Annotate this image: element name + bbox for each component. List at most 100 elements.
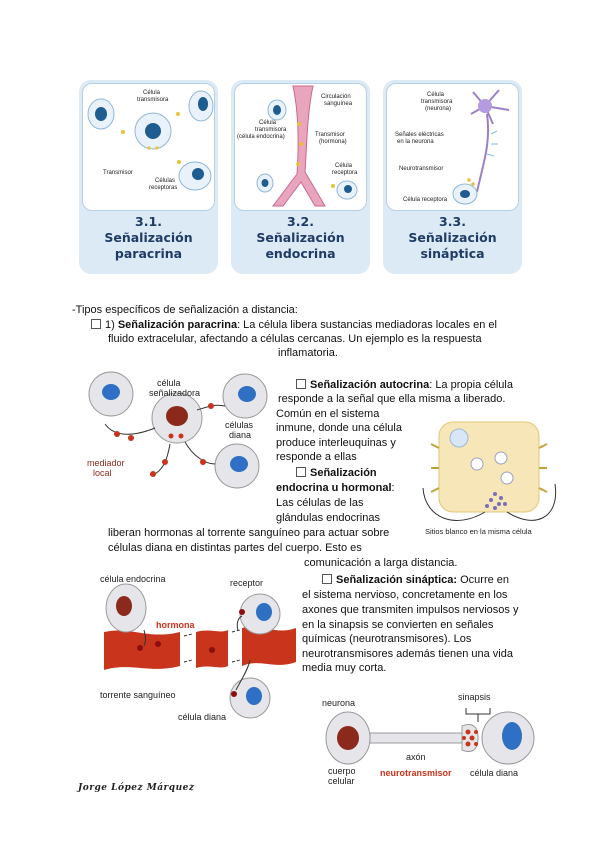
panel-number: 3.3. — [439, 214, 466, 229]
figure-autocrine: Sitios blanco en la misma célula — [415, 418, 565, 540]
label-neurotransmitter: Neurotransmisor — [399, 166, 443, 172]
label-sender-2: transmisora — [421, 99, 453, 105]
label-sender: Célula — [259, 120, 277, 126]
panel-title-line-1: Señalización — [408, 230, 497, 245]
panel-title-line-2: endocrina — [265, 246, 336, 261]
fig-synaptic-synapse: sinapsis — [458, 692, 491, 702]
fig-paracrine-sender-2: señalizadora — [149, 388, 200, 398]
synaptic-line-1: Señalización sináptica: Ocurre en — [322, 573, 509, 588]
label-sender-2: transmisora — [255, 127, 287, 133]
fig-synaptic-neurotransmitter: neurotransmisor — [380, 768, 452, 778]
label-sender-3: (neurona) — [425, 106, 451, 112]
autocrine-line-3: Común en el sistema — [276, 408, 380, 420]
autocrine-text-1: : La propia célula — [429, 379, 513, 391]
synaptic-line-6: neurotransmisores además tienen una vida — [302, 648, 513, 660]
endocrine-line-4: células diana en distintas partes del cu… — [108, 542, 362, 554]
label-sender: Célula — [427, 92, 445, 98]
fig-endocrine-hormone: hormona — [156, 620, 195, 630]
endocrine-title-line-1: Señalización — [296, 466, 377, 481]
endocrine-title-line-2: endocrina u hormonal: — [276, 482, 395, 494]
panel-title-line-2: sináptica — [420, 246, 485, 261]
panel-paracrine: Célula transmisora Transmisor Células re… — [79, 80, 218, 274]
autocrine-line-4: inmune, donde una célula — [276, 422, 402, 434]
endocrine-title-2: endocrina u hormonal — [276, 482, 392, 494]
checkbox-icon — [296, 379, 306, 389]
label-sender-2: transmisora — [137, 97, 169, 103]
panel-number: 3.2. — [287, 214, 314, 229]
synaptic-text-1: Ocurre en — [457, 574, 510, 586]
synaptic-line-2: el sistema nervioso, concretamente en lo… — [302, 589, 508, 601]
author-signature: Jorge López Márquez — [78, 783, 195, 793]
autocrine-line-6: responde a ellas — [276, 451, 357, 463]
intro-heading: -Tipos específicos de señalización a dis… — [72, 304, 298, 316]
fig-endocrine-target: célula diana — [178, 712, 226, 722]
panel-endocrine: Célula transmisora (célula endocrina) Ci… — [231, 80, 370, 274]
label-circulation-2: sanguínea — [324, 101, 353, 107]
paracrine-text-1: : La célula libera sustancias mediadoras… — [237, 319, 497, 331]
panel-endocrine-illustration: Célula transmisora (célula endocrina) Ci… — [234, 83, 367, 211]
autocrine-title: Señalización autocrina — [310, 379, 430, 391]
label-circulation: Circulación — [321, 94, 351, 100]
panel-paracrine-illustration: Célula transmisora Transmisor Células re… — [82, 83, 215, 211]
panel-synaptic: Célula transmisora (neurona) Señales elé… — [383, 80, 522, 274]
fig-paracrine-targets: células — [225, 420, 254, 430]
fig-synaptic-target: célula diana — [470, 768, 518, 778]
synaptic-neuron-diagram: Célula transmisora (neurona) Señales elé… — [395, 89, 510, 205]
endocrine-line-3: liberan hormonas al torrente sanguíneo p… — [108, 527, 390, 539]
label-receptor: Célula receptora — [403, 197, 448, 203]
endocrine-vessel-diagram: Célula transmisora (célula endocrina) Ci… — [237, 85, 358, 207]
fig-endocrine-cell: célula endocrina — [100, 574, 166, 584]
figure-paracrine: célula señalizadora células diana mediad… — [75, 366, 275, 494]
synaptic-line-4: en la sinapsis se convierten en señales — [302, 619, 494, 631]
fig-paracrine-mediator-2: local — [93, 468, 112, 478]
autocrine-line-1: Señalización autocrina: La propia célula — [296, 378, 513, 393]
fig-paracrine-targets-2: diana — [229, 430, 251, 440]
autocrine-line-2: responde a la señal que ella misma a lib… — [278, 393, 506, 405]
paracrine-line-1: 1) Señalización paracrina: La célula lib… — [91, 318, 497, 333]
fig-endocrine-bloodstream: torrente sanguíneo — [100, 690, 176, 700]
autocrine-line-5: produce interleuquinas y — [276, 437, 396, 449]
label-signals: Señales eléctricas — [395, 132, 444, 138]
checkbox-icon — [296, 467, 306, 477]
label-sender-3: (célula endocrina) — [237, 134, 285, 140]
panel-number: 3.1. — [135, 214, 162, 229]
fig-synaptic-body-2: celular — [328, 776, 355, 786]
label-sender: Célula — [143, 90, 161, 96]
paracrine-title: Señalización paracrina — [117, 319, 238, 331]
endocrine-title-1: Señalización — [310, 467, 377, 479]
label-receptors-2: receptoras — [149, 185, 177, 191]
label-transmitter-2: (hormona) — [319, 139, 347, 145]
label-receptors: Células — [155, 178, 175, 184]
label-transmitter: Transmisor — [315, 132, 345, 138]
fig-synaptic-axon: axón — [406, 752, 426, 762]
checkbox-icon — [91, 319, 101, 329]
fig-paracrine-mediator: mediador — [87, 458, 125, 468]
panel-synaptic-illustration: Célula transmisora (neurona) Señales elé… — [386, 83, 519, 211]
fig-paracrine-sender: célula — [157, 378, 181, 388]
synaptic-line-7: media muy corta. — [302, 662, 387, 674]
fig-autocrine-caption: Sitios blanco en la misma célula — [425, 527, 533, 536]
panel-endocrine-caption: 3.2. Señalización endocrina — [231, 214, 370, 262]
endocrine-line-1: Las células de las — [276, 497, 364, 509]
panel-synaptic-caption: 3.3. Señalización sináptica — [383, 214, 522, 262]
fig-synaptic-body: cuerpo — [328, 766, 356, 776]
panel-paracrine-caption: 3.1. Señalización paracrina — [79, 214, 218, 262]
fig-endocrine-receptor: receptor — [230, 578, 263, 588]
panel-title-line-2: paracrina — [114, 246, 183, 261]
synaptic-title: Señalización sináptica: — [336, 574, 458, 586]
endocrine-line-5: comunicación a larga distancia. — [304, 557, 458, 569]
paracrine-cells-diagram: Célula transmisora Transmisor Células re… — [87, 90, 214, 191]
label-receptor-2: receptora — [332, 170, 358, 176]
paracrine-line-2: fluido extracelular, afectando a células… — [108, 333, 482, 345]
figure-synaptic: neurona sinapsis axón cuerpo celular neu… — [318, 686, 536, 788]
panel-title-line-1: Señalización — [256, 230, 345, 245]
fig-synaptic-neuron: neurona — [322, 698, 355, 708]
panel-title-line-1: Señalización — [104, 230, 193, 245]
figure-endocrine: célula endocrina receptor hormona torren… — [100, 570, 300, 725]
synaptic-line-5: químicas (neurotransmisores). Los — [302, 633, 472, 645]
synaptic-line-3: axones que transmiten impulsos nerviosos… — [302, 604, 519, 616]
checkbox-icon — [322, 574, 332, 584]
label-signals-2: en la neurona — [397, 139, 434, 145]
endocrine-line-2: glándulas endocrinas — [276, 512, 380, 524]
label-transmitter: Transmisor — [103, 170, 133, 176]
